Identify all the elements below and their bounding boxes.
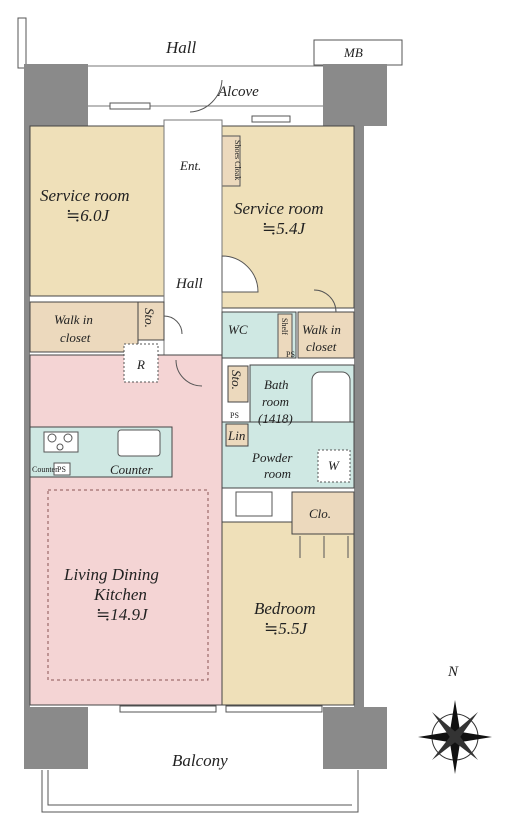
storage-2 [227,365,249,403]
ldk-size: ≒14.9J [96,605,149,624]
door-entrance [189,79,223,113]
bath-label-c: (1418) [258,411,293,426]
closet-label: Clo. [309,506,331,521]
compass-icon [418,700,492,774]
linen-label: Lin [227,428,245,443]
door-walk-in-2 [313,289,337,313]
stove-icon [43,431,79,453]
north-label: N [447,664,459,680]
hall-corridor [163,119,223,361]
counter-label: Counter [110,462,154,477]
wc-label: WC [228,322,248,337]
ldk-label-a: Living Dining [63,565,159,584]
shelf-label: Shelf [280,318,289,335]
storage-1 [137,301,165,341]
mb-box [313,39,403,66]
bedroom-label: Bedroom [254,599,316,618]
ps-label-kitchen: PS [57,465,66,474]
walk-in-1-label-b: closet [60,330,91,345]
balcony-rail-inner [41,770,359,813]
bath-label-b: room [262,394,289,409]
linen-closet [225,423,249,447]
ldk-label-b: Kitchen [93,585,147,604]
refrigerator-label: R [136,357,145,372]
counter-small-label: Counter [32,465,58,474]
walk-in-closet-2 [297,311,355,359]
service-room-1 [29,125,165,297]
ps-box-kitchen [53,462,71,476]
service-room-1-size: ≒6.0J [66,206,110,225]
wall-left [24,120,30,710]
door-service-room-2 [221,255,259,293]
sink-icon [117,429,161,457]
service-room-1-label: Service room [40,186,130,205]
walk-in-2-label-b: closet [306,339,337,354]
shoes-cloak-label: Shoes Cloak [233,140,242,180]
window-2 [251,115,291,123]
closet-bedroom [291,491,355,535]
mb-label: MB [343,45,363,60]
window-ldk [119,705,217,713]
shelf [277,313,293,359]
service-room-2-label: Service room [234,199,324,218]
ldk-room [29,354,223,706]
window-bedroom [225,705,323,713]
walk-in-2-label-a: Walk in [302,322,341,337]
powder-label-b: room [264,466,291,481]
hall-edge [17,17,27,69]
wall-pillar-bottom-right [323,707,387,769]
alcove-label: Alcove [217,84,259,100]
bath-label-a: Bath [264,377,289,392]
bedroom-size: ≒5.5J [264,619,308,638]
walk-in-1-label-a: Walk in [54,312,93,327]
washer-space [317,449,351,483]
storage-2-label: Sto. [229,370,244,390]
hall-inner-label: Hall [175,276,203,292]
door-storage-1 [163,315,183,335]
entrance-label: Ent. [179,158,201,173]
wall-pillar-top-left [24,64,88,126]
service-room-2-size: ≒5.4J [262,219,306,238]
bedroom [221,521,355,706]
ps-label-wc: PS [286,350,295,359]
refrigerator-space [123,343,159,383]
wall-right [354,120,364,710]
walk-in-closet-1 [29,301,139,353]
balcony-rail-outer [47,770,352,806]
hall-top-label: Hall [165,38,197,57]
wall-pillar-top-right [323,64,387,126]
window-1 [109,102,151,110]
door-ldk [175,359,203,387]
wall-pillar-bottom-left [24,707,88,769]
closet-doors [299,536,349,558]
ps-label-bath: PS [230,411,239,420]
ldk-dashed-area [47,489,209,681]
washer-label: W [328,458,340,473]
washbasin-icon [235,491,273,517]
powder-label-a: Powder [251,450,293,465]
balcony-label: Balcony [172,751,228,770]
storage-1-label: Sto. [142,308,157,328]
